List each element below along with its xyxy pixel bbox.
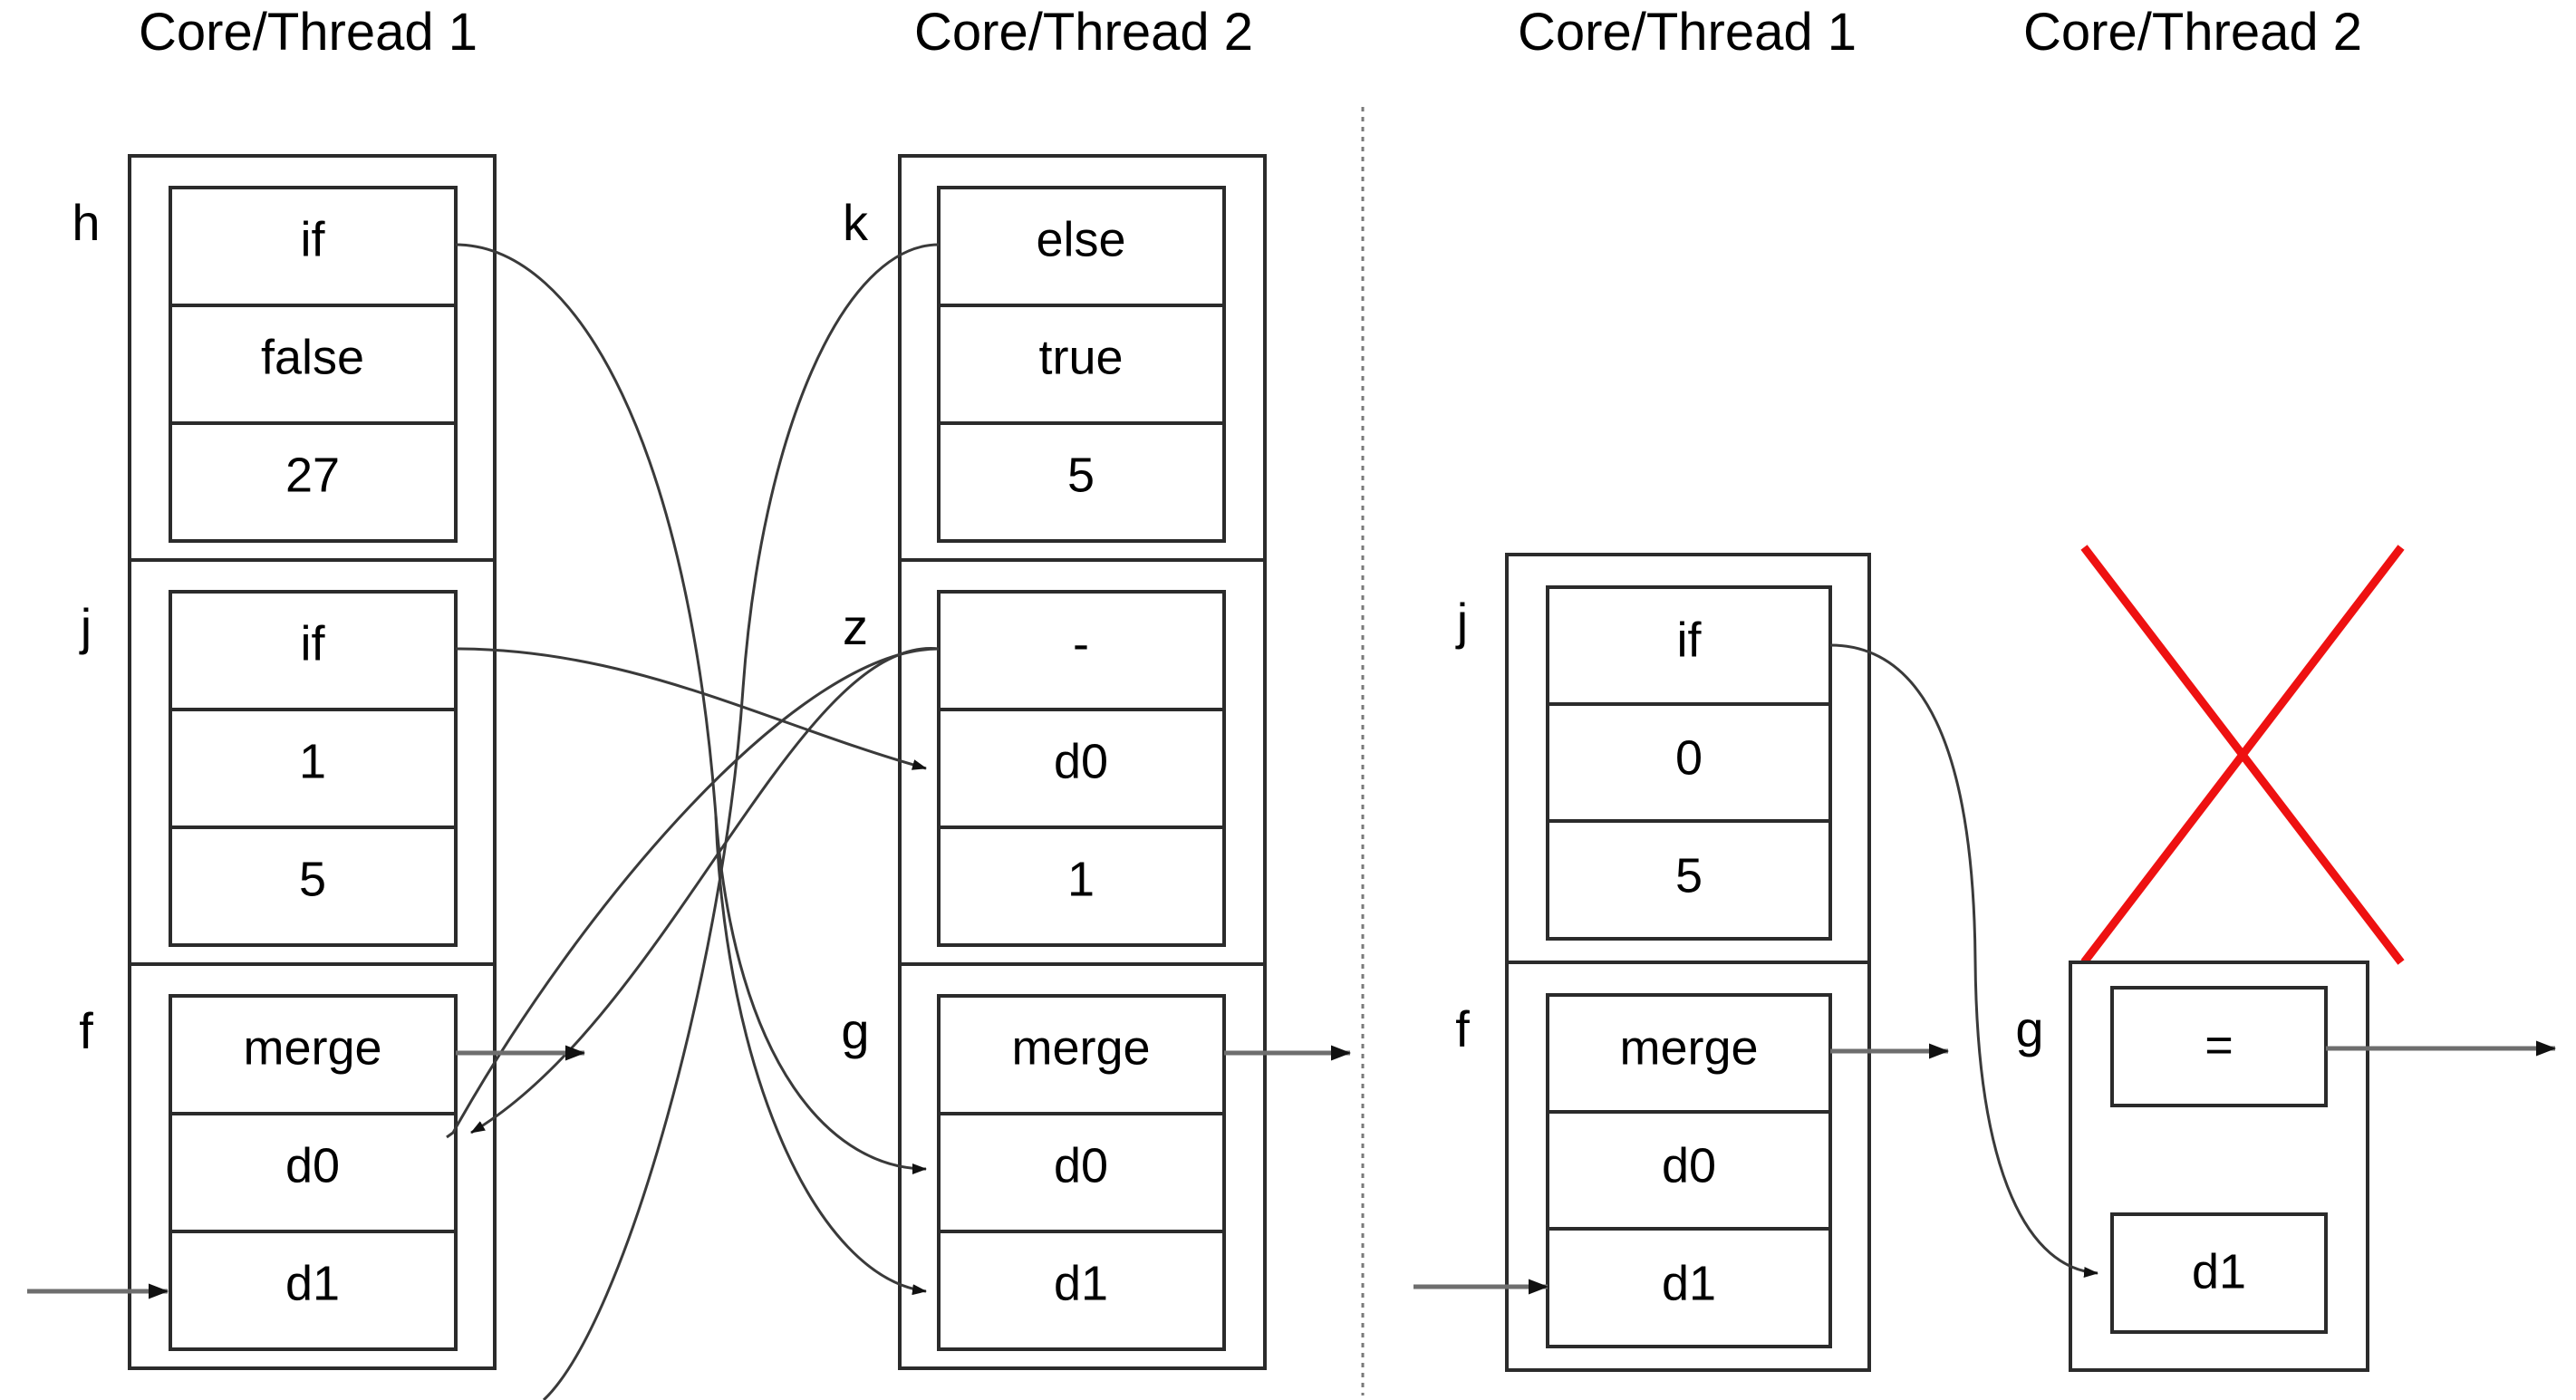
- edge-z-to-f-d0-partial: [446, 647, 940, 1139]
- edge-j-if-to-z-d0: [455, 647, 927, 770]
- node-j-right-slot-2: 5: [1675, 848, 1703, 903]
- edge-k-else-crossing: [542, 243, 940, 1400]
- node-k-label: k: [843, 194, 869, 251]
- node-g-left-slot-1: d0: [1054, 1138, 1108, 1192]
- node-f-left-label: f: [79, 1002, 93, 1059]
- column-header-right-thread1: Core/Thread 1: [1518, 3, 1857, 62]
- node-f-right[interactable]: f merge d0 d1: [1455, 961, 1871, 1372]
- node-f-left[interactable]: f merge d0 d1: [79, 962, 497, 1370]
- node-h-inner: [169, 186, 458, 543]
- node-k[interactable]: k else true 5: [843, 154, 1267, 562]
- column-header-left-thread1: Core/Thread 1: [139, 3, 478, 62]
- node-h-label: h: [72, 194, 100, 251]
- node-g-left-slot-2: d1: [1054, 1256, 1108, 1310]
- node-f-left-slot-1: d0: [285, 1138, 340, 1192]
- red-x-stroke-2: [2080, 545, 2405, 965]
- node-g-left-inner: [937, 994, 1226, 1351]
- node-f-left-slot-2: d1: [285, 1256, 340, 1310]
- node-h-slot-0: if: [301, 212, 326, 266]
- node-h[interactable]: h if false 27: [72, 154, 497, 562]
- node-g-right-slot0-box: [2110, 986, 2328, 1107]
- node-z-label: z: [843, 598, 868, 655]
- node-k-slot-0: else: [1036, 212, 1125, 266]
- node-h-slot-2: 27: [285, 448, 340, 502]
- node-j-right-inner: [1546, 585, 1832, 941]
- column-header-left-thread2: Core/Thread 2: [914, 3, 1253, 62]
- node-j-right[interactable]: j if 0 5: [1455, 553, 1871, 964]
- node-z[interactable]: z - d0 1: [843, 558, 1267, 966]
- edge-z-to-f-d0: [470, 647, 940, 1134]
- edge-h-if-to-g-d0: [455, 243, 927, 1174]
- node-g-right[interactable]: g = d1: [2015, 961, 2369, 1372]
- invalid-node-marker: [2080, 545, 2405, 965]
- node-j-right-slot-1: 0: [1675, 730, 1703, 785]
- node-g-left[interactable]: g merge d0 d1: [841, 962, 1267, 1370]
- node-g-right-slot-1: d1: [2192, 1244, 2246, 1299]
- node-g-right-label: g: [2015, 1000, 2043, 1057]
- node-f-left-inner: [169, 994, 458, 1351]
- column-header-right-thread2: Core/Thread 2: [2023, 3, 2362, 62]
- node-j-left-slot-1: 1: [299, 734, 326, 788]
- node-j-left[interactable]: j if 1 5: [79, 558, 497, 966]
- edge-j-if-to-g-d1-right: [1829, 643, 2098, 1278]
- node-z-slot-2: 1: [1067, 852, 1095, 906]
- node-f-left-slot-0: merge: [243, 1020, 381, 1075]
- node-g-left-slot-0: merge: [1011, 1020, 1150, 1075]
- node-z-inner: [937, 590, 1226, 947]
- node-z-slot-1: d0: [1054, 734, 1108, 788]
- node-j-left-slot-2: 5: [299, 852, 326, 906]
- node-j-right-label: j: [1455, 593, 1468, 650]
- node-g-right-slot-0: =: [2205, 1018, 2233, 1072]
- node-f-right-slot-2: d1: [1662, 1256, 1716, 1310]
- node-g-left-label: g: [841, 1002, 869, 1059]
- node-h-slot-1: false: [261, 330, 364, 384]
- node-j-left-slot-0: if: [301, 616, 326, 671]
- node-k-inner: [937, 186, 1226, 543]
- node-g-right-slot1-box: [2110, 1212, 2328, 1334]
- node-k-slot-1: true: [1038, 330, 1123, 384]
- node-j-left-inner: [169, 590, 458, 947]
- node-f-right-slot-0: merge: [1619, 1020, 1758, 1075]
- node-j-right-slot-0: if: [1677, 613, 1703, 667]
- node-f-right-label: f: [1455, 1000, 1470, 1057]
- node-f-right-slot-1: d0: [1662, 1138, 1716, 1192]
- node-j-left-label: j: [79, 598, 92, 655]
- node-k-slot-2: 5: [1067, 448, 1095, 502]
- node-f-right-inner: [1546, 993, 1832, 1348]
- edge-to-g-d1: [714, 815, 927, 1296]
- node-z-slot-0: -: [1073, 616, 1089, 671]
